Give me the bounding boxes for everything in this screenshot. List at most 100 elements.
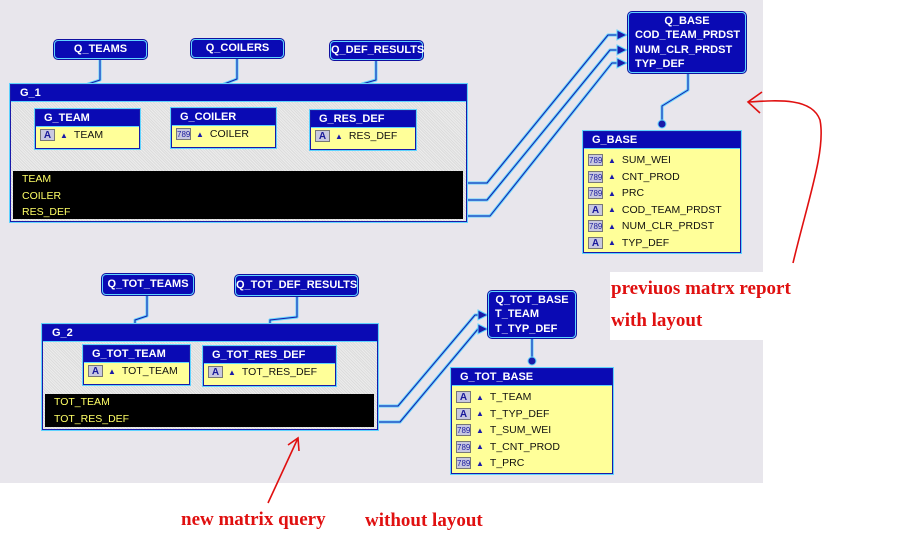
up-arrow-icon: ▲ (228, 367, 236, 377)
up-arrow-icon: ▲ (476, 425, 484, 435)
group-title: G_TOT_TEAM (84, 346, 189, 363)
query-column[interactable]: TYP_DEF (635, 58, 685, 70)
char-type-icon: A (456, 407, 471, 420)
annotation-new-query: new matrix query (181, 509, 326, 530)
column-item[interactable]: A▲T_TEAM (452, 389, 612, 406)
link-q-base-g-base (660, 73, 690, 122)
annotation-previous-line2: with layout (611, 310, 703, 331)
up-arrow-icon: ▲ (476, 392, 484, 402)
query-column[interactable]: T_TYP_DEF (495, 322, 558, 335)
column-item[interactable]: 789▲CNT_PROD (584, 169, 740, 186)
column-item[interactable]: 789 ▲ PRC (584, 185, 740, 202)
query-q-tot-base[interactable]: Q_TOT_BASE T_TEAM T_TYP_DEF (488, 291, 576, 338)
query-column[interactable]: COD_TEAM_PRDST (635, 29, 741, 41)
up-arrow-icon: ▲ (608, 155, 616, 165)
up-arrow-icon: ▲ (108, 366, 116, 376)
arrowhead-icon (477, 323, 490, 335)
up-arrow-icon: ▲ (476, 458, 484, 468)
annotation-arrow-new-head (287, 436, 300, 452)
link-coiler-num-clr-prdst (467, 48, 622, 202)
column-name: TYP_DEF (621, 236, 670, 249)
column-item[interactable]: A▲RES_DEF (311, 128, 415, 145)
up-arrow-icon: ▲ (476, 409, 484, 419)
query-q-teams[interactable]: Q_TEAMS (54, 40, 147, 59)
query-q-coilers[interactable]: Q_COILERS (191, 39, 284, 58)
up-arrow-icon: ▲ (196, 129, 204, 139)
column-name: CNT_PROD (621, 170, 680, 183)
number-type-icon: 789 (456, 424, 471, 437)
column-name: TEAM (73, 129, 104, 142)
annotation-previous-line1: previuos matrx report (611, 278, 791, 299)
arrowhead-icon (477, 309, 490, 321)
group-title: G_RES_DEF (311, 111, 415, 128)
query-column[interactable]: NUM_CLR_PRDST (635, 43, 733, 56)
up-arrow-icon: ▲ (608, 221, 616, 231)
query-q-base[interactable]: Q_BASE COD_TEAM_PRDST NUM_CLR_PRDST TYP_… (628, 12, 746, 73)
link-q-tot-def-results-g2 (268, 297, 299, 324)
group-title: G_TEAM (36, 110, 139, 127)
query-q-tot-teams[interactable]: Q_TOT_TEAMS (102, 274, 194, 295)
number-type-icon: 789 (588, 220, 603, 233)
column-name: T_PRC (489, 457, 525, 470)
char-type-icon: A (88, 365, 103, 378)
annotation-arrow-new (267, 437, 299, 504)
column-item[interactable]: 789▲T_CNT_PROD (452, 439, 612, 456)
group-g-tot-team[interactable]: G_TOT_TEAM A ▲ TOT_TEAM (83, 345, 190, 385)
column-item[interactable]: 789▲T_SUM_WEI (452, 422, 612, 439)
query-q-def-results[interactable]: Q_DEF_RESULTS (330, 41, 424, 60)
link-endpoint-icon (527, 356, 537, 366)
group-g-tot-base[interactable]: G_TOT_BASE A▲T_TEAM A▲T_TYP_DEF 789▲T_SU… (451, 368, 613, 474)
column-name: COD_TEAM_PRDST (621, 203, 722, 216)
group-g-team[interactable]: G_TEAM A ▲ TEAM (35, 109, 140, 149)
column-name: T_CNT_PROD (489, 440, 560, 453)
column-item[interactable]: 789 ▲ COILER (172, 126, 275, 143)
group-g-base[interactable]: G_BASE 789▲SUM_WEI 789▲CNT_PROD 789▲PRC … (583, 131, 741, 253)
char-type-icon: A (315, 130, 330, 143)
column-item[interactable]: A ▲ TEAM (36, 127, 139, 144)
column-name: T_TEAM (489, 391, 532, 404)
up-arrow-icon: ▲ (335, 131, 343, 141)
query-title: Q_BASE (664, 15, 710, 27)
column-item[interactable]: A ▲ TOT_TEAM (84, 363, 189, 380)
column-item[interactable]: A ▲ TYP_DEF (584, 235, 740, 252)
column-name: NUM_CLR_PRDST (621, 220, 715, 233)
group-title: G_1 (11, 85, 466, 102)
annotation-arrow-previous (747, 100, 822, 264)
cross-product-g2[interactable]: TOT_TEAM TOT_RES_DEF (45, 394, 374, 427)
query-title: Q_TOT_DEF_RESULTS (236, 279, 358, 291)
number-type-icon: 789 (456, 457, 471, 470)
column-item[interactable]: A ▲ T_TYP_DEF (452, 406, 612, 423)
number-type-icon: 789 (588, 187, 603, 200)
link-q-tot-teams-g2 (133, 296, 149, 324)
char-type-icon: A (40, 129, 55, 142)
number-type-icon: 789 (176, 128, 191, 141)
column-item[interactable]: A▲TOT_RES_DEF (204, 364, 335, 381)
cross-product-item: COILER (22, 189, 62, 202)
number-type-icon: 789 (588, 154, 603, 167)
group-g-tot-res-def[interactable]: G_TOT_RES_DEF A▲TOT_RES_DEF (203, 346, 336, 386)
group-g-coiler[interactable]: G_COILER 789 ▲ COILER (171, 108, 276, 148)
query-column[interactable]: T_TEAM (495, 308, 539, 320)
up-arrow-icon: ▲ (60, 130, 68, 140)
link-team-cod-team-prdst (467, 33, 622, 185)
column-name: T_TYP_DEF (489, 407, 550, 420)
cross-product-item: TEAM (22, 173, 52, 185)
arrowhead-icon (616, 44, 629, 56)
column-name: PRC (621, 187, 645, 200)
column-item[interactable]: 789▲SUM_WEI (584, 152, 740, 169)
group-g-res-def[interactable]: G_RES_DEF A▲RES_DEF (310, 110, 416, 150)
cross-product-g1[interactable]: TEAM COILER RES_DEF (13, 171, 463, 219)
column-item[interactable]: 789 ▲ NUM_CLR_PRDST (584, 218, 740, 235)
column-item[interactable]: A▲COD_TEAM_PRDST (584, 202, 740, 219)
number-type-icon: 789 (588, 170, 603, 183)
group-title: G_COILER (172, 109, 275, 126)
column-name: COILER (209, 128, 250, 141)
char-type-icon: A (588, 236, 603, 249)
column-name: TOT_TEAM (121, 365, 178, 378)
column-item[interactable]: 789 ▲ T_PRC (452, 455, 612, 472)
query-q-tot-def-results[interactable]: Q_TOT_DEF_RESULTS (235, 275, 358, 296)
char-type-icon: A (588, 203, 603, 216)
up-arrow-icon: ▲ (608, 238, 616, 248)
up-arrow-icon: ▲ (608, 188, 616, 198)
annotation-without-layout: without layout (365, 510, 483, 531)
